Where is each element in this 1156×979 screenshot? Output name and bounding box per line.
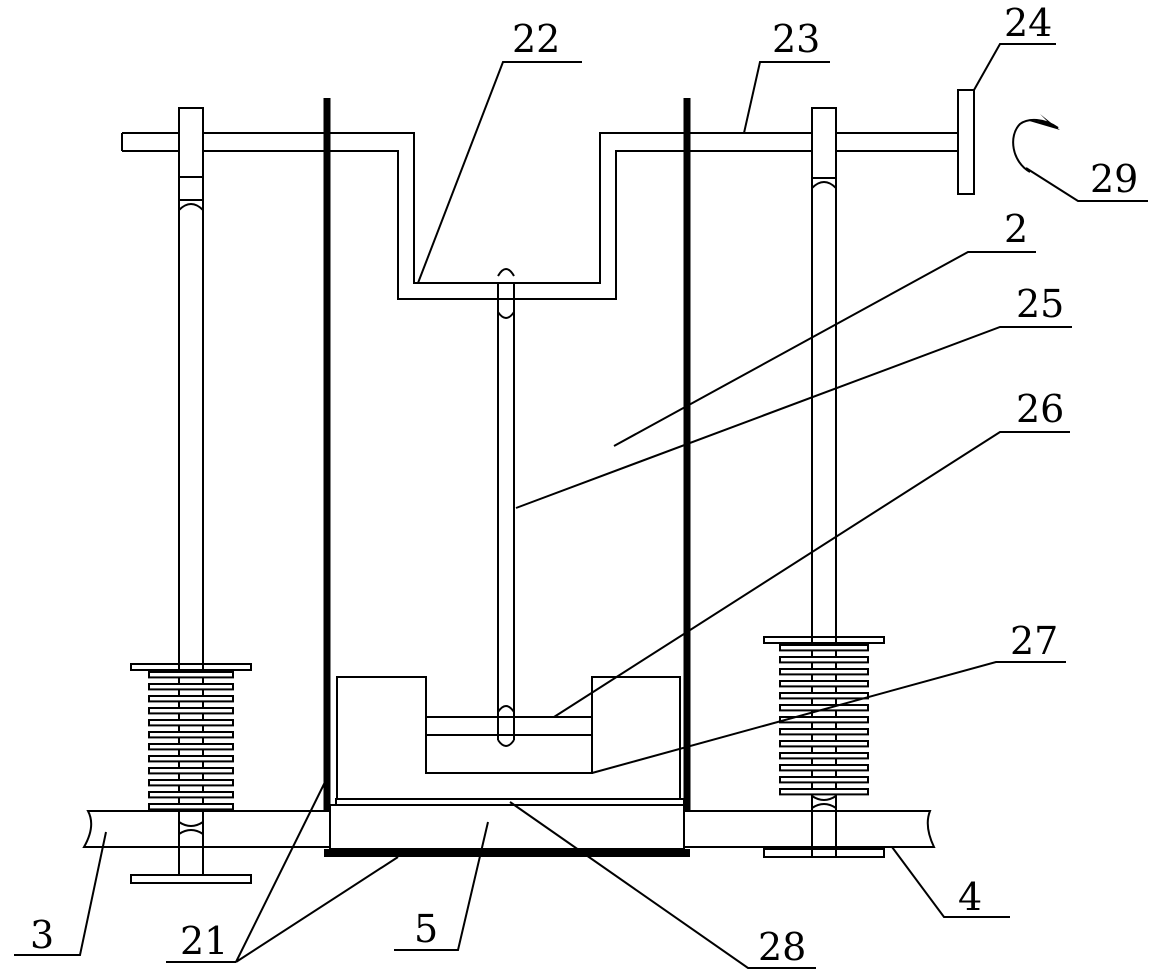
- center-rod-top-joint: [497, 268, 515, 319]
- handle-plate: [957, 89, 975, 195]
- leader-4: [891, 846, 1010, 918]
- rotation-arrow-head: [1026, 114, 1060, 130]
- right-base-plate: [684, 810, 936, 848]
- spring-coil: [779, 728, 869, 736]
- spring-coil: [779, 776, 869, 784]
- leader-2: [613, 251, 1036, 447]
- leader-26: [553, 431, 1070, 718]
- label-27: 27: [1010, 619, 1058, 663]
- spring-coil: [148, 743, 234, 751]
- leader-23: [743, 61, 830, 134]
- label-2: 2: [1004, 207, 1028, 251]
- label-21: 21: [180, 919, 228, 963]
- spring-coil: [779, 752, 869, 760]
- spring-coil: [779, 764, 869, 772]
- spring-coil: [148, 719, 234, 727]
- label-29: 29: [1090, 157, 1138, 201]
- spring-coil: [779, 656, 869, 664]
- spring-coil: [148, 683, 234, 691]
- leader-29: [1025, 167, 1148, 202]
- leader-3: [14, 831, 107, 956]
- label-23: 23: [772, 17, 820, 61]
- label-26: 26: [1016, 387, 1064, 431]
- left-spring: [148, 671, 234, 811]
- stepped-block: [336, 676, 681, 799]
- spring-coil: [779, 788, 869, 796]
- label-22: 22: [512, 17, 560, 61]
- right-rod-joint-bottom: [811, 795, 837, 809]
- spring-coil: [148, 671, 234, 679]
- spring-coil: [779, 668, 869, 676]
- spring-coil: [148, 707, 234, 715]
- spring-coil: [779, 644, 869, 652]
- center-rod-bottom-joint: [497, 705, 515, 747]
- spring-coil: [148, 803, 234, 811]
- leader-27: [591, 661, 1066, 774]
- left-rod-sleeve: [178, 107, 204, 201]
- leader-28: [509, 801, 816, 969]
- spring-coil: [779, 692, 869, 700]
- crank-arm-lower-edge: [122, 150, 818, 300]
- container-bottom-thick: [324, 849, 690, 857]
- right-spring: [779, 644, 869, 796]
- spring-coil: [148, 779, 234, 787]
- center-base-block: [329, 804, 685, 850]
- left-rod-joint-top: [178, 203, 204, 211]
- spring-coil: [148, 731, 234, 739]
- leader-24: [973, 43, 1056, 91]
- label-3: 3: [30, 913, 54, 957]
- spring-coil: [779, 740, 869, 748]
- leader-5: [394, 821, 489, 951]
- right-spring-top-plate: [763, 636, 885, 644]
- spring-coil: [779, 716, 869, 724]
- label-28: 28: [758, 925, 806, 969]
- spring-coil: [148, 767, 234, 775]
- spring-coil: [779, 680, 869, 688]
- right-rod-sleeve: [811, 107, 837, 179]
- spring-coil: [779, 704, 869, 712]
- spring-coil: [148, 695, 234, 703]
- right-rod-joint-top: [811, 181, 837, 189]
- label-25: 25: [1016, 282, 1064, 326]
- leader-25: [515, 326, 1072, 509]
- rotation-arrow-icon: [1012, 118, 1059, 173]
- left-rod-foot-plate: [130, 874, 252, 884]
- crank-arm-upper-edge: [122, 132, 818, 284]
- left-spring-top-plate: [130, 663, 252, 671]
- left-rod-joint-bottom: [178, 821, 204, 835]
- leader-22: [417, 61, 582, 284]
- leader-21: [166, 775, 399, 963]
- label-24: 24: [1004, 1, 1052, 45]
- right-rod-foot-plate: [763, 848, 885, 858]
- spring-coil: [148, 791, 234, 799]
- label-5: 5: [414, 907, 438, 951]
- spring-coil: [148, 755, 234, 763]
- left-base-plate: [82, 810, 330, 848]
- label-4: 4: [958, 875, 982, 919]
- stepped-block-inner-step: [425, 717, 593, 774]
